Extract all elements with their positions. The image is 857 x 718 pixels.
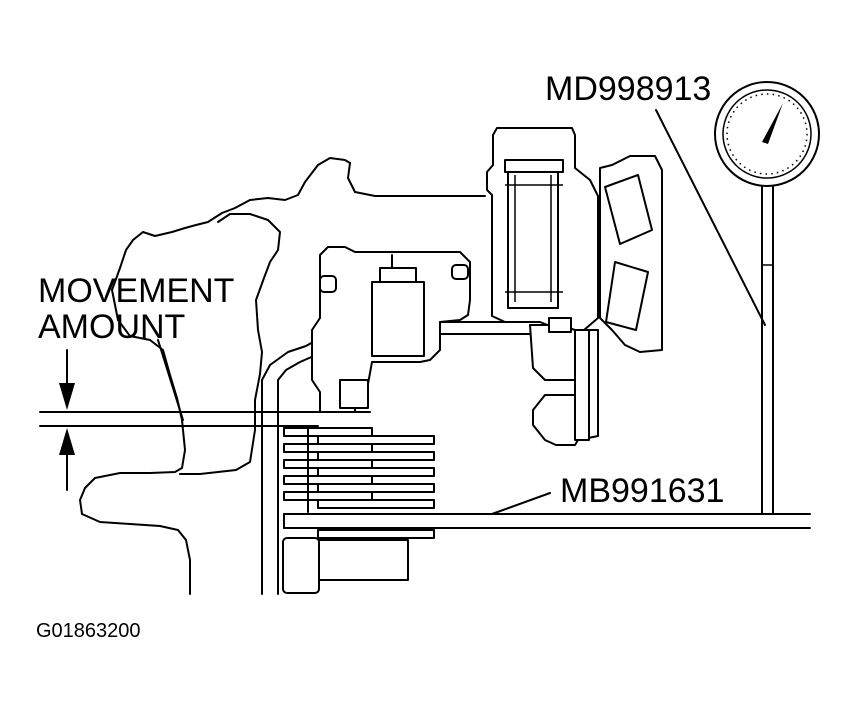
figure-code: G01863200 — [36, 620, 141, 642]
piston-block — [371, 281, 425, 357]
seal-ring-right — [451, 264, 469, 280]
down-arrow-head — [59, 383, 75, 410]
piston-top — [379, 267, 417, 283]
hub-spline — [548, 317, 572, 333]
housing-inner-contour — [179, 162, 486, 475]
roller-bearing-upper — [604, 174, 653, 245]
movement-leader — [157, 339, 184, 421]
bottom-retainer-inner — [282, 537, 320, 594]
bar-leader — [491, 492, 551, 515]
movement-label-line1: MOVEMENT — [38, 272, 234, 310]
retainer-lip — [339, 379, 369, 409]
bolt-head-top — [504, 159, 564, 173]
seal-ring-left — [319, 275, 337, 293]
up-arrow-head — [59, 428, 75, 455]
dial-gauge — [714, 81, 820, 515]
dial-gauge-tool-label: MD998913 — [545, 70, 711, 108]
bar-tool-label: MB991631 — [560, 472, 724, 510]
clutch-plate-stack — [283, 427, 435, 539]
housing-contour — [79, 157, 351, 595]
movement-label-line2: AMOUNT — [38, 308, 185, 346]
dial-gauge-leader — [655, 109, 766, 326]
case-wall-inner — [277, 354, 317, 595]
roller-bearing-lower — [605, 261, 649, 331]
snap-ring — [574, 329, 590, 441]
